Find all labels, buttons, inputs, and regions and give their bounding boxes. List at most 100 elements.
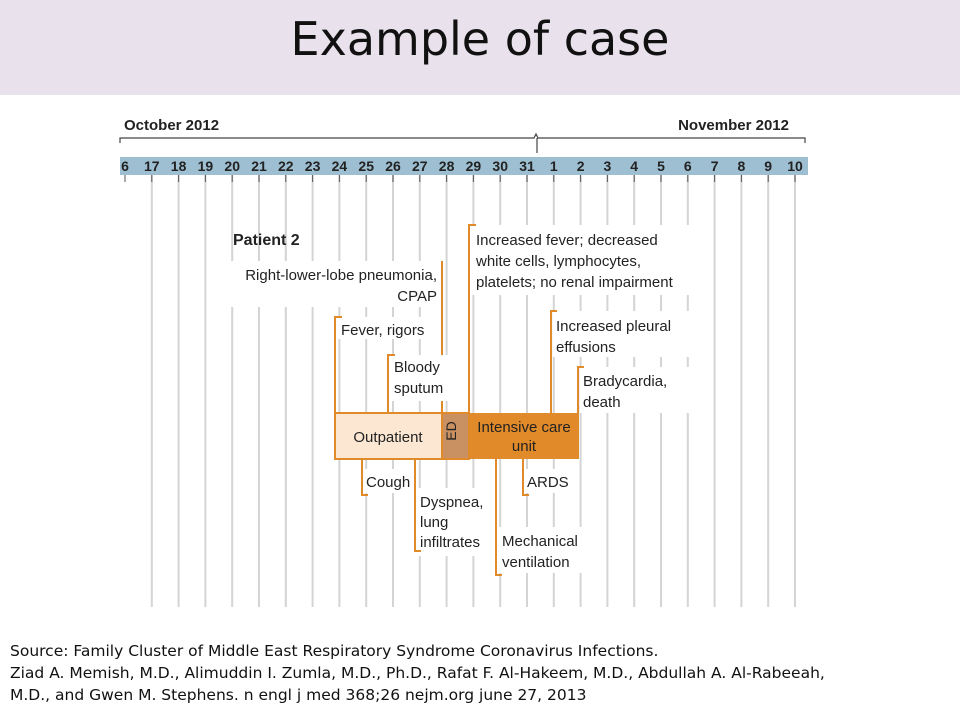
day-tick-label-line: 29 xyxy=(466,158,482,174)
day-axis-bar xyxy=(120,157,808,175)
event-ventilation-line: Mechanical xyxy=(502,533,578,550)
day-tick-label: 7 xyxy=(711,158,719,174)
event-ards-line: ARDS xyxy=(527,474,569,491)
day-tick-label-line: 10 xyxy=(787,158,803,174)
day-tick-label: 23 xyxy=(305,158,321,174)
month-label-october-line: October 2012 xyxy=(124,117,219,134)
event-pneumonia: Right-lower-lobe pneumonia, CPAP xyxy=(245,267,437,305)
day-tick-label: 31 xyxy=(519,158,535,174)
day-tick-label: 2 xyxy=(577,158,585,174)
ards-connector xyxy=(522,459,529,496)
source-citation: Source: Family Cluster of Middle East Re… xyxy=(10,640,950,706)
bradycardia-connector xyxy=(577,366,584,413)
day-tick-label: 26 xyxy=(385,158,401,174)
month-label-november: November 2012 xyxy=(678,117,789,134)
day-tick-label: 19 xyxy=(198,158,214,174)
phase-ed-label-line: ED xyxy=(443,421,459,440)
source-line-3: M.D., and Gwen M. Stephens. n engl j med… xyxy=(10,686,587,704)
dyspnea-connector xyxy=(414,459,421,552)
day-tick-label-line: 30 xyxy=(492,158,508,174)
day-tick-label-line: 5 xyxy=(657,158,665,174)
day-tick-label: 17 xyxy=(144,158,160,174)
day-tick-label: 18 xyxy=(171,158,187,174)
day-tick-label: 8 xyxy=(738,158,746,174)
event-ventilation: Mechanical ventilation xyxy=(502,533,578,571)
event-pneumonia-line: CPAP xyxy=(397,288,437,305)
fever-label-bg xyxy=(338,317,433,339)
phase-outpatient-label-line: Outpatient xyxy=(353,429,423,446)
event-increased-fever-line: Increased fever; decreased xyxy=(476,232,658,249)
source-line-1: Source: Family Cluster of Middle East Re… xyxy=(10,642,659,660)
day-tick-label: 20 xyxy=(224,158,240,174)
day-tick-label: 21 xyxy=(251,158,267,174)
day-tick-label: 6 xyxy=(121,158,129,174)
phase-ed-label: ED xyxy=(443,421,459,440)
day-tick-label: 22 xyxy=(278,158,294,174)
cough-label-bg xyxy=(364,469,416,493)
phase-icu-box xyxy=(469,413,579,459)
phase-outpatient-box xyxy=(334,412,443,460)
event-cough: Cough xyxy=(366,474,410,491)
event-increased-fever-line: platelets; no renal impairment xyxy=(476,274,674,291)
month-label-october: October 2012 xyxy=(124,117,219,134)
page-title: Example of case xyxy=(290,12,670,66)
day-tick-label-line: 4 xyxy=(630,158,638,174)
day-tick-label-line: 2 xyxy=(577,158,585,174)
sputum-label-bg xyxy=(391,355,453,401)
increased-fever-connector xyxy=(468,224,476,413)
day-tick-label: 3 xyxy=(604,158,612,174)
day-tick-label: 25 xyxy=(358,158,374,174)
day-tick-label-line: 6 xyxy=(684,158,692,174)
phase-outpatient-label: Outpatient xyxy=(353,429,423,446)
sputum-connector xyxy=(387,354,395,413)
day-tick-label-line: 23 xyxy=(305,158,321,174)
day-tick-label-line: 8 xyxy=(738,158,746,174)
day-tick-label: 28 xyxy=(439,158,455,174)
event-pneumonia-line: Right-lower-lobe pneumonia, xyxy=(245,267,437,284)
day-tick-label: 4 xyxy=(630,158,638,174)
pleural-label-bg xyxy=(553,311,713,357)
title-band xyxy=(0,0,960,95)
day-tick-label: 6 xyxy=(684,158,692,174)
day-tick-label-line: 7 xyxy=(711,158,719,174)
event-sputum: Bloody sputum xyxy=(394,359,443,397)
source-line-2: Ziad A. Memish, M.D., Alimuddin I. Zumla… xyxy=(10,664,825,682)
event-sputum-line: Bloody xyxy=(394,359,440,376)
ventilation-label-bg xyxy=(499,527,589,573)
day-tick-label-line: 20 xyxy=(224,158,240,174)
day-tick-label-line: 3 xyxy=(604,158,612,174)
ventilation-connector xyxy=(495,459,502,576)
day-tick-label-line: 26 xyxy=(385,158,401,174)
event-dyspnea-line: infiltrates xyxy=(420,534,480,551)
event-sputum-line: sputum xyxy=(394,380,443,397)
day-tick-label-line: 25 xyxy=(358,158,374,174)
day-tick-label-line: 22 xyxy=(278,158,294,174)
event-bradycardia: Bradycardia, death xyxy=(583,373,667,411)
day-tick-label-line: 18 xyxy=(171,158,187,174)
event-ards: ARDS xyxy=(527,474,569,491)
day-tick-label-line: 31 xyxy=(519,158,535,174)
day-tick-label: 29 xyxy=(466,158,482,174)
event-pleural-line: effusions xyxy=(556,339,616,356)
event-cough-line: Cough xyxy=(366,474,410,491)
patient-label: Patient 2 xyxy=(233,232,300,249)
event-bradycardia-line: Bradycardia, xyxy=(583,373,667,390)
event-ventilation-line: ventilation xyxy=(502,554,570,571)
day-tick-label-line: 19 xyxy=(198,158,214,174)
day-tick-label-line: 21 xyxy=(251,158,267,174)
day-tick-label-line: 9 xyxy=(764,158,772,174)
month-bracket xyxy=(119,132,806,143)
event-bradycardia-line: death xyxy=(583,394,621,411)
day-tick-label-line: 24 xyxy=(332,158,348,174)
bradycardia-label-bg xyxy=(580,367,702,413)
day-tick-label-line: 17 xyxy=(144,158,160,174)
day-tick-label: 9 xyxy=(764,158,772,174)
event-fever-line: Fever, rigors xyxy=(341,322,424,339)
day-tick-label-line: 28 xyxy=(439,158,455,174)
phase-icu-label-line: unit xyxy=(512,438,537,455)
day-tick-label: 1 xyxy=(550,158,558,174)
